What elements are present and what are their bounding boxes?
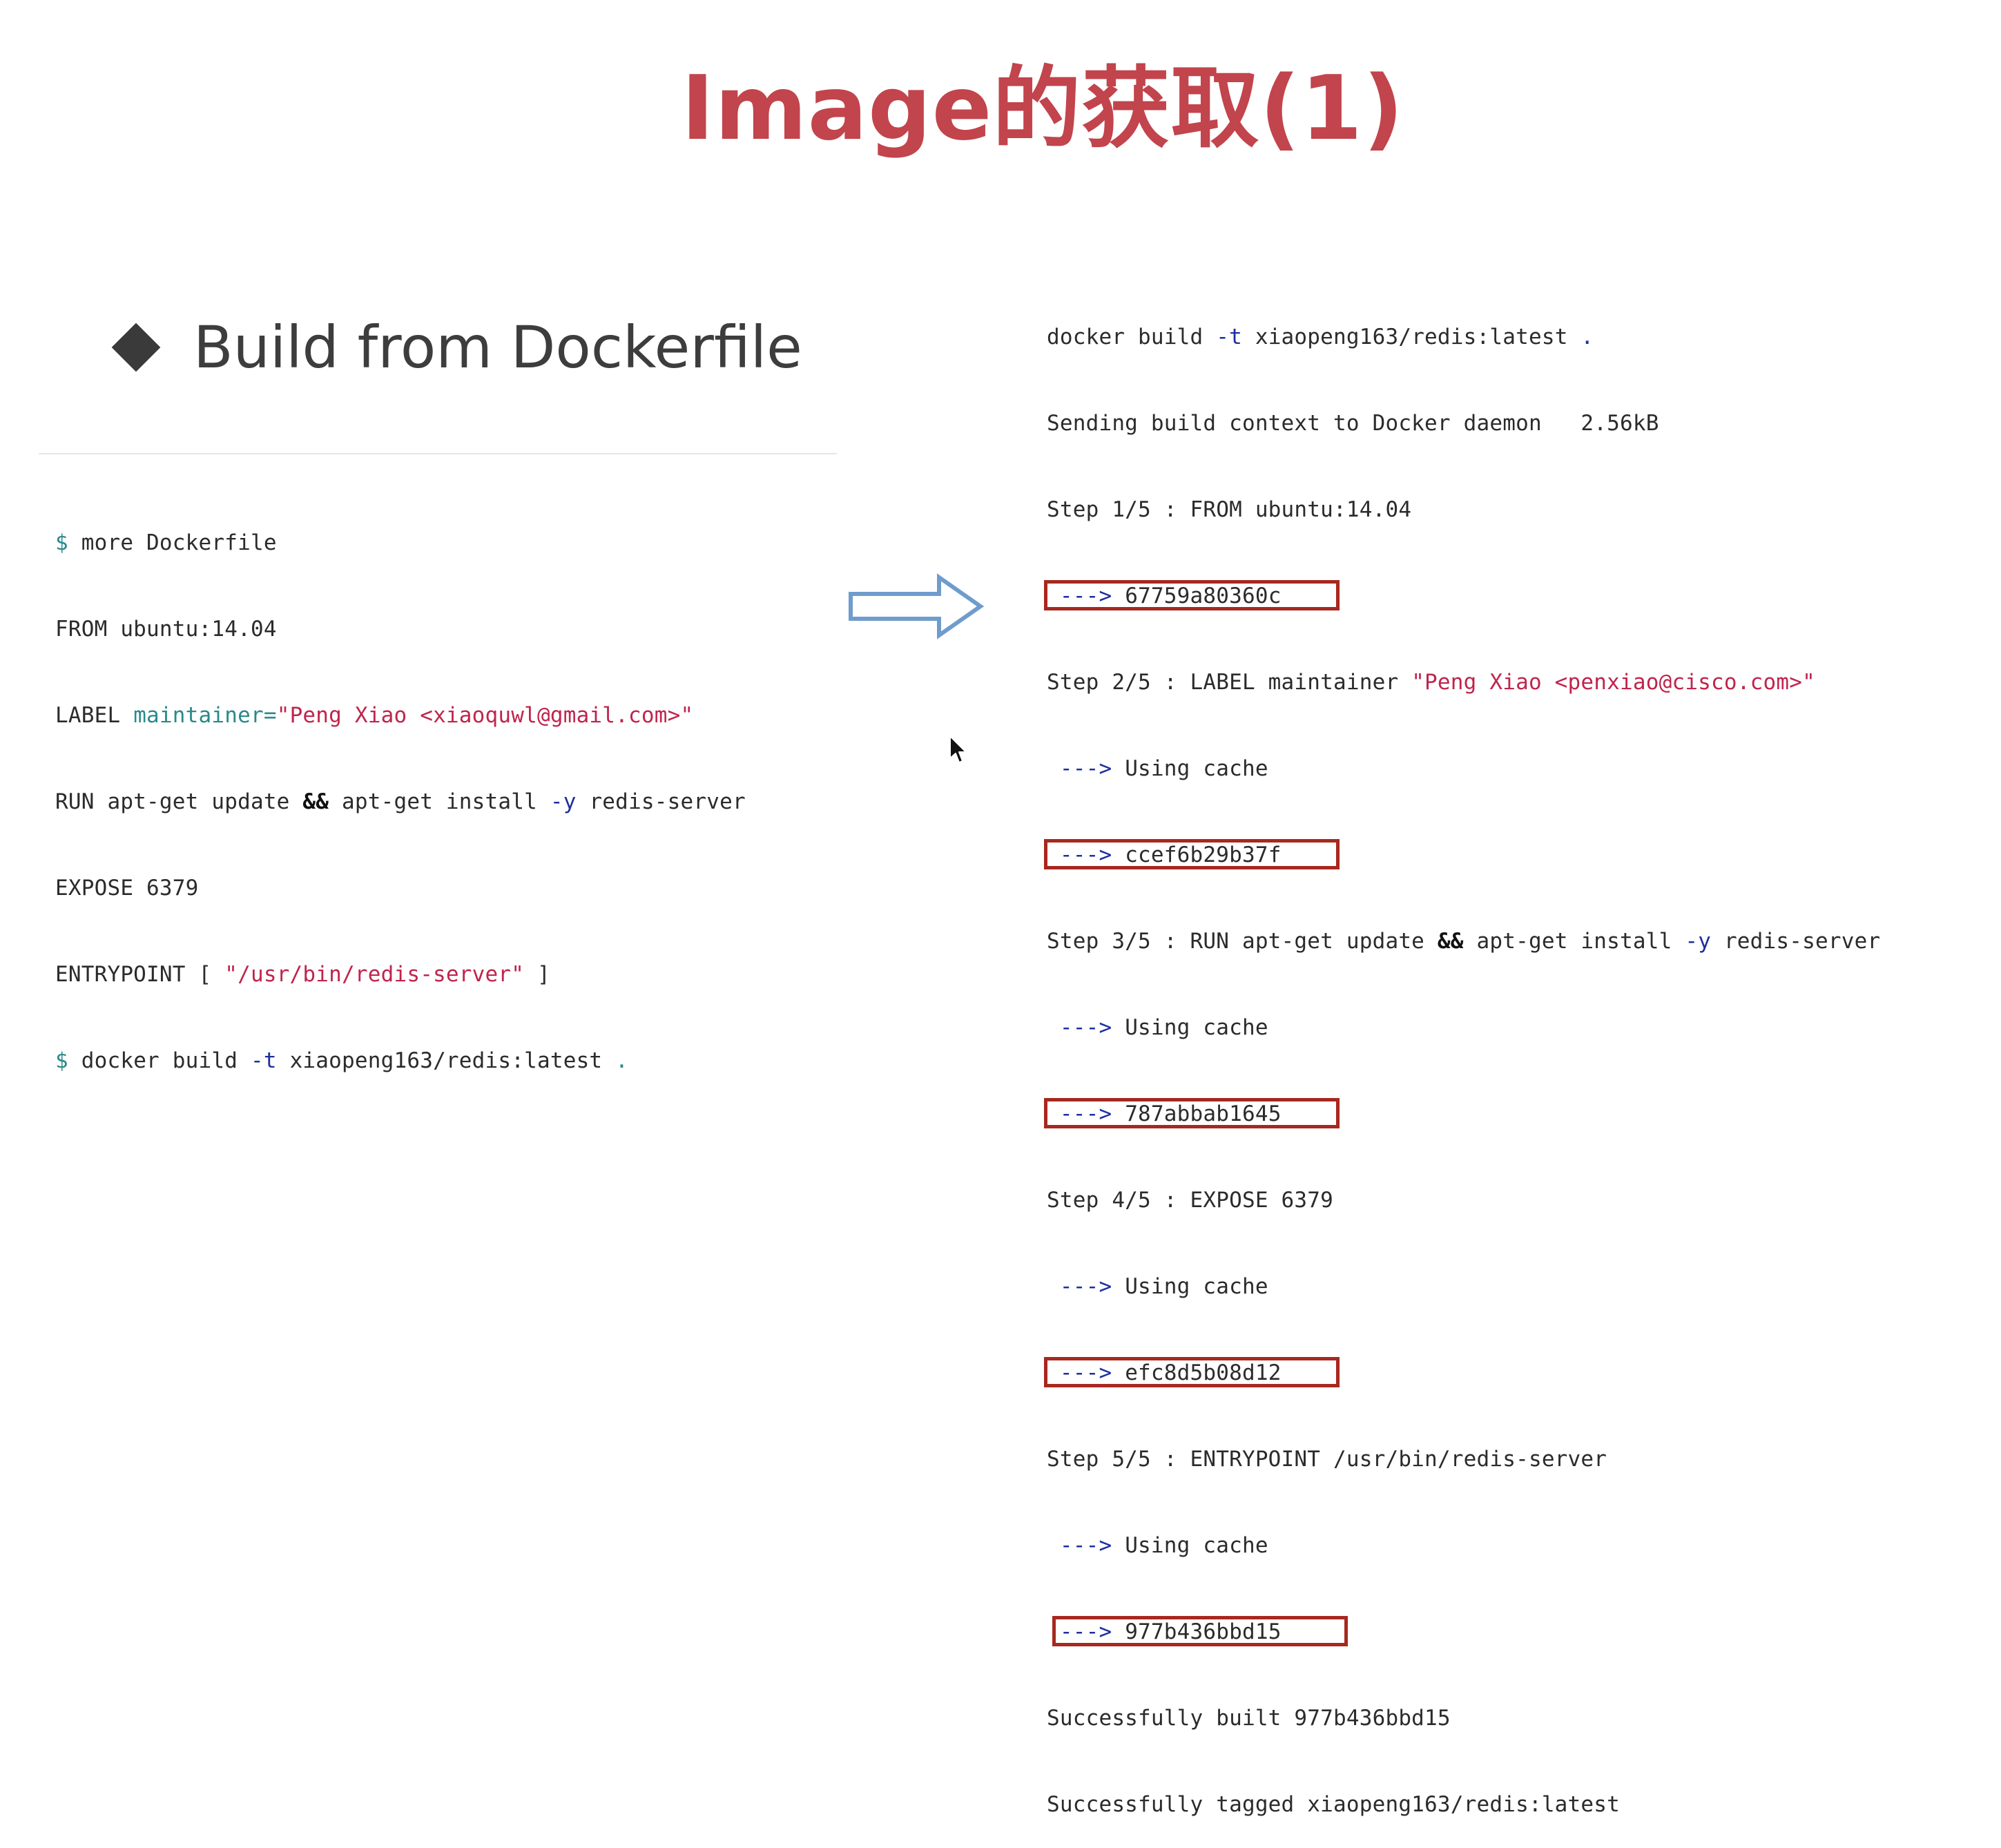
code-text: redis-server	[576, 789, 746, 814]
code-attribute: maintainer	[133, 703, 264, 728]
code-flag: -t	[250, 1048, 277, 1073]
code-text: ENTRYPOINT [	[55, 962, 225, 987]
output-line: Successfully tagged xiaopeng163/redis:la…	[1047, 1787, 1880, 1823]
output-line: ---> Using cache	[1047, 1528, 1880, 1564]
mouse-cursor-icon	[949, 735, 967, 763]
code-flag: -y	[1685, 929, 1712, 954]
output-line: Step 4/5 : EXPOSE 6379	[1047, 1182, 1880, 1219]
code-flag: -y	[550, 789, 577, 814]
diamond-icon	[111, 323, 161, 372]
output-text: apt-get install	[1463, 929, 1685, 954]
code-string: "Peng Xiao <xiaoquwl@gmail.com>"	[276, 703, 694, 728]
code-line: $ docker build -t xiaopeng163/redis:late…	[55, 1043, 746, 1079]
layer-id: 67759a80360c	[1112, 584, 1282, 608]
code-text: RUN apt-get update	[55, 789, 303, 814]
output-text: Successfully tagged xiaopeng163/redis:la…	[1047, 1792, 1620, 1817]
divider	[39, 453, 837, 454]
code-line: $ more Dockerfile	[55, 525, 746, 561]
command-text: xiaopeng163/redis:latest	[276, 1048, 616, 1073]
code-string: "Peng Xiao <penxiao@cisco.com>"	[1411, 670, 1815, 695]
shell-prompt: $	[55, 530, 68, 555]
command-text: more Dockerfile	[68, 530, 277, 555]
output-line: ---> 787abbab1645	[1044, 1096, 1880, 1133]
command-text: xiaopeng163/redis:latest	[1241, 325, 1581, 349]
page-title: Image的获取(1)	[681, 57, 1404, 160]
code-flag: -t	[1216, 325, 1242, 349]
code-operator: &&	[302, 789, 329, 814]
output-text: Using cache	[1112, 1274, 1268, 1299]
output-line: ---> 67759a80360c	[1044, 578, 1880, 615]
output-line: Step 5/5 : ENTRYPOINT /usr/bin/redis-ser…	[1047, 1441, 1880, 1478]
output-text: Step 5/5 : ENTRYPOINT /usr/bin/redis-ser…	[1047, 1447, 1607, 1472]
output-line: ---> efc8d5b08d12	[1044, 1355, 1880, 1392]
code-text: FROM ubuntu:14.04	[55, 617, 277, 642]
output-line: ---> Using cache	[1047, 1010, 1880, 1046]
build-output-block: docker build -t xiaopeng163/redis:latest…	[1044, 269, 1880, 1848]
output-line: Step 2/5 : LABEL maintainer "Peng Xiao <…	[1047, 664, 1880, 701]
code-string: "/usr/bin/redis-server"	[224, 962, 525, 987]
output-text: Using cache	[1112, 756, 1268, 781]
output-line: Step 1/5 : FROM ubuntu:14.04	[1047, 492, 1880, 528]
bullet-text: Build from Dockerfile	[193, 314, 802, 381]
code-line: FROM ubuntu:14.04	[55, 611, 746, 648]
code-operator: &&	[1437, 929, 1464, 954]
layer-arrow: --->	[1047, 756, 1112, 781]
layer-id: ccef6b29b37f	[1112, 843, 1282, 867]
output-line: Step 3/5 : RUN apt-get update && apt-get…	[1047, 923, 1880, 960]
output-text: Using cache	[1112, 1015, 1268, 1040]
output-line: ---> Using cache	[1047, 751, 1880, 787]
layer-arrow: --->	[1047, 584, 1112, 608]
highlight-box	[1044, 580, 1340, 610]
highlight-box	[1044, 1357, 1340, 1387]
right-arrow-icon	[849, 573, 985, 639]
command-text: docker build	[1047, 325, 1217, 349]
code-dot: .	[1580, 325, 1594, 349]
output-line: ---> ccef6b29b37f	[1044, 837, 1880, 874]
output-text: Step 2/5 : LABEL maintainer	[1047, 670, 1412, 695]
code-dot: .	[615, 1048, 629, 1073]
code-equals: =	[263, 703, 277, 728]
highlight-box	[1044, 839, 1340, 869]
output-text: Sending build context to Docker daemon 2…	[1047, 411, 1659, 436]
output-text: Step 1/5 : FROM ubuntu:14.04	[1047, 497, 1412, 522]
code-line: ENTRYPOINT [ "/usr/bin/redis-server" ]	[55, 956, 746, 993]
output-text: Using cache	[1112, 1533, 1268, 1558]
layer-arrow: --->	[1047, 1533, 1112, 1558]
code-line: LABEL maintainer="Peng Xiao <xiaoquwl@gm…	[55, 697, 746, 734]
layer-arrow: --->	[1047, 1015, 1112, 1040]
output-line: ---> 977b436bbd15	[1047, 1614, 1880, 1650]
output-line: Sending build context to Docker daemon 2…	[1047, 405, 1880, 442]
highlight-box	[1052, 1616, 1348, 1646]
output-text: redis-server	[1711, 929, 1881, 954]
code-line: EXPOSE 6379	[55, 870, 746, 907]
shell-prompt: $	[55, 1048, 68, 1073]
code-text: apt-get install	[329, 789, 550, 814]
code-line: RUN apt-get update && apt-get install -y…	[55, 784, 746, 820]
output-text: Successfully built 977b436bbd15	[1047, 1706, 1451, 1731]
output-line: Successfully built 977b436bbd15	[1047, 1700, 1880, 1737]
command-text: docker build	[68, 1048, 251, 1073]
output-text: Step 3/5 : RUN apt-get update	[1047, 929, 1438, 954]
output-line: ---> Using cache	[1047, 1269, 1880, 1305]
code-text: ]	[524, 962, 550, 987]
layer-arrow: --->	[1047, 843, 1112, 867]
dockerfile-code-block: $ more Dockerfile FROM ubuntu:14.04 LABE…	[55, 475, 746, 1104]
code-text: EXPOSE 6379	[55, 876, 199, 901]
bullet-point: Build from Dockerfile	[110, 309, 802, 385]
highlight-box	[1044, 1098, 1340, 1128]
output-text: Step 4/5 : EXPOSE 6379	[1047, 1188, 1333, 1213]
output-line: docker build -t xiaopeng163/redis:latest…	[1047, 319, 1880, 356]
code-keyword: LABEL	[55, 703, 134, 728]
layer-arrow: --->	[1047, 1274, 1112, 1299]
